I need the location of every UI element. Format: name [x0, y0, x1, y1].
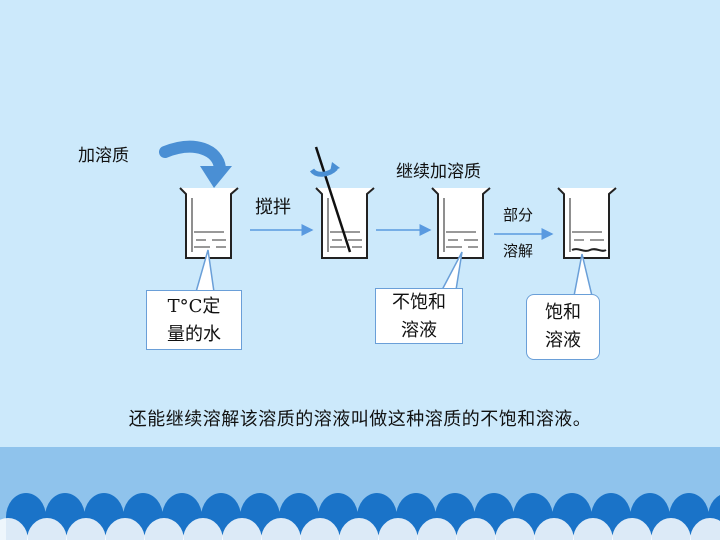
callout-saturated-line1: 饱和 [545, 302, 581, 323]
wave-gap [456, 518, 496, 540]
wave-gap [690, 518, 720, 540]
wave-gap [222, 518, 262, 540]
wave-gap [66, 518, 106, 540]
wave-gap [300, 518, 340, 540]
beaker-unsaturated [431, 187, 491, 259]
wave-gap [339, 518, 379, 540]
beaker-water [179, 187, 239, 259]
callout-water: T°C定 量的水 [146, 290, 242, 350]
callout-unsaturated-line1: 不饱和 [392, 292, 446, 313]
beaker-stirring [315, 187, 375, 259]
stirring-rod [309, 146, 352, 253]
callout-water-line2: 量的水 [167, 324, 221, 345]
label-partial-1: 部分 [503, 206, 534, 224]
wave-gap [612, 518, 652, 540]
wave-gap [378, 518, 418, 540]
add-solute-curved-arrow [159, 140, 232, 188]
wave-gap [651, 518, 691, 540]
label-continue-add: 继续加溶质 [396, 162, 481, 182]
definition-sentence: 还能继续溶解该溶质的溶液叫做这种溶质的不饱和溶液。 [128, 409, 592, 430]
callout-unsaturated-line2: 溶液 [401, 320, 437, 341]
wave-gap [261, 518, 301, 540]
wave-gap [105, 518, 145, 540]
wave-row-front [0, 518, 720, 540]
callout-water-line1: T°C定 [167, 296, 221, 317]
wave-gap [495, 518, 535, 540]
wave-gap [573, 518, 613, 540]
wave-gap [27, 518, 67, 540]
wave-gap [417, 518, 457, 540]
wave-gap [0, 518, 28, 540]
callout-saturated-line2: 溶液 [545, 330, 581, 351]
wave-gap [183, 518, 223, 540]
label-stir: 搅拌 [255, 197, 291, 218]
callout-pointer-saturated [573, 253, 593, 297]
wave-gap [144, 518, 184, 540]
beaker-saturated [557, 187, 617, 259]
wave-gap [534, 518, 574, 540]
callout-saturated: 饱和 溶液 [526, 294, 600, 360]
label-partial-2: 溶解 [503, 242, 534, 260]
footer-wave-band [0, 447, 720, 540]
callout-unsaturated: 不饱和 溶液 [375, 288, 463, 344]
label-add-solute: 加溶质 [78, 146, 129, 166]
